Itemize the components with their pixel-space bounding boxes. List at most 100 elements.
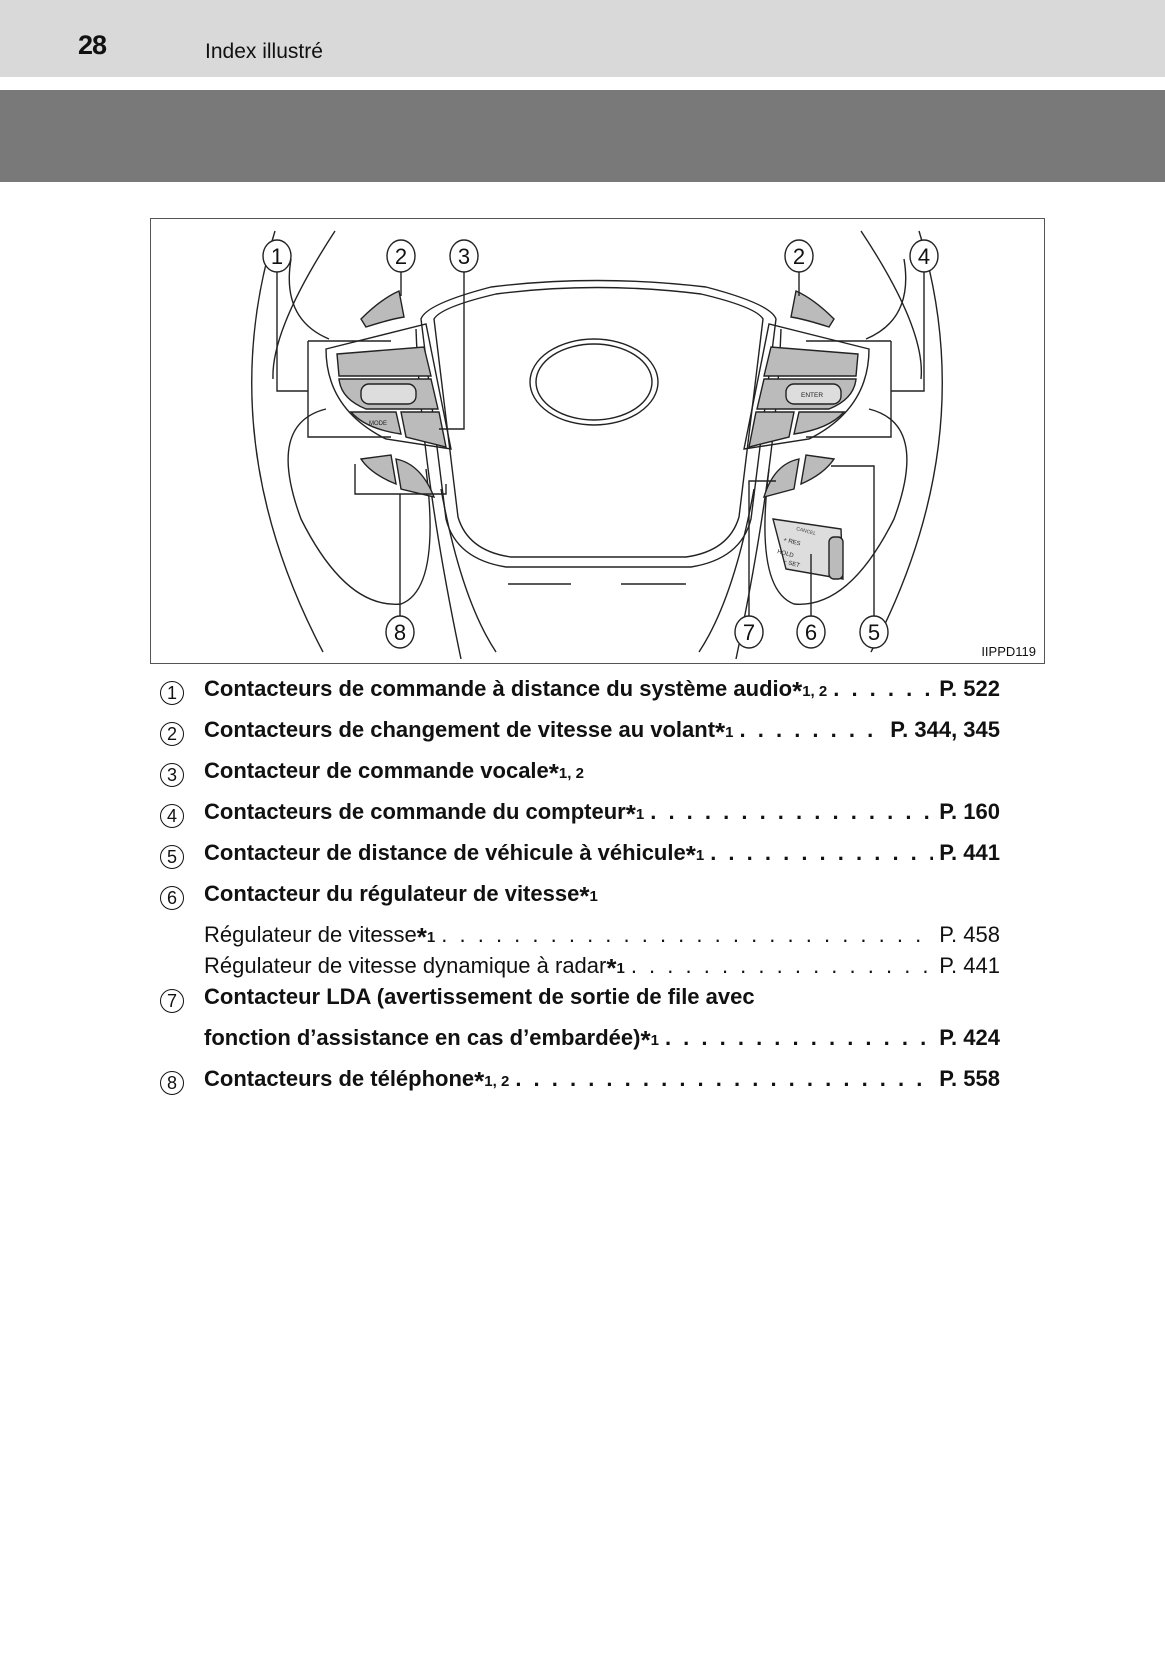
item-number-badge: 8 bbox=[160, 1071, 184, 1095]
item-label: Régulateur de vitesse dynamique à radar bbox=[204, 953, 607, 978]
page-reference: P. 558 bbox=[939, 1066, 1000, 1091]
dot-leader: . . . . . . . . . . . . . . . . . . . . … bbox=[515, 1066, 933, 1091]
list-item: 2 Contacteurs de changement de vitesse au… bbox=[160, 717, 1000, 758]
list-item: 6 Contacteur du régulateur de vitesse*1 bbox=[160, 881, 1000, 922]
cancel-label: CANCEL bbox=[795, 526, 816, 537]
page-reference: P. 522 bbox=[939, 676, 1000, 701]
page-header: 28 Index illustré bbox=[0, 0, 1165, 77]
footnote-ref: *1 bbox=[640, 1027, 658, 1053]
mode-label: MODE bbox=[369, 421, 387, 427]
svg-text:8: 8 bbox=[394, 620, 406, 645]
asterisk-icon: * bbox=[606, 953, 617, 983]
component-index-list: 1 Contacteurs de commande à distance du s… bbox=[160, 676, 1000, 1107]
asterisk-icon: * bbox=[416, 922, 427, 952]
asterisk-icon: * bbox=[640, 1025, 651, 1055]
item-number-badge: 2 bbox=[160, 722, 184, 746]
dot-leader: . . . . . . . . . . . . . . . . . . . . … bbox=[710, 840, 933, 865]
dot-leader: . . . . . . . . . . . . . . . . . . . . … bbox=[664, 1025, 933, 1050]
asterisk-icon: * bbox=[625, 799, 636, 829]
callout-3: 3 bbox=[449, 239, 479, 273]
footnote-number: 1 bbox=[725, 724, 734, 741]
page-reference: P. 424 bbox=[939, 1025, 1000, 1050]
list-item: 1 Contacteurs de commande à distance du s… bbox=[160, 676, 1000, 717]
footnote-number: 1, 2 bbox=[558, 765, 584, 782]
title-band bbox=[0, 90, 1165, 182]
footnote-ref: *1 bbox=[715, 719, 733, 745]
page-reference: P. 441 bbox=[939, 953, 1000, 978]
footnote-ref: *1, 2 bbox=[792, 678, 827, 704]
list-item: fonction d’assistance en cas d’embardée)… bbox=[160, 1025, 1000, 1066]
svg-text:5: 5 bbox=[868, 620, 880, 645]
list-item: 7 Contacteur LDA (avertissement de sortie… bbox=[160, 984, 1000, 1025]
item-label: Contacteurs de téléphone bbox=[204, 1066, 475, 1091]
item-label: Contacteur LDA (avertissement de sortie … bbox=[204, 984, 755, 1009]
item-label: Contacteurs de commande à distance du sy… bbox=[204, 676, 793, 701]
footnote-ref: *1 bbox=[417, 924, 435, 950]
footnote-number: 1, 2 bbox=[484, 1073, 510, 1090]
footnote-number: 1 bbox=[650, 1032, 659, 1049]
figure-id: IIPPD119 bbox=[981, 644, 1036, 659]
set-label: − SET bbox=[782, 559, 800, 569]
dot-leader: . . . . . . . . . . . . . . . . . . . . … bbox=[441, 922, 933, 947]
footnote-number: 1 bbox=[695, 847, 705, 864]
item-number-badge: 7 bbox=[160, 989, 184, 1013]
svg-text:7: 7 bbox=[743, 620, 755, 645]
item-label: Contacteur de distance de véhicule à véh… bbox=[204, 840, 686, 865]
steering-wheel-figure: MODE ENTER CANCEL + RES HOLD − SET 1 2 3… bbox=[150, 218, 1045, 664]
item-number-badge: 1 bbox=[160, 681, 184, 705]
page-reference: P. 441 bbox=[939, 840, 1000, 865]
svg-text:2: 2 bbox=[793, 244, 805, 269]
steering-wheel-illustration: MODE ENTER CANCEL + RES HOLD − SET 1 2 3… bbox=[251, 230, 943, 660]
asterisk-icon: * bbox=[548, 758, 559, 788]
item-label: Contacteur du régulateur de vitesse bbox=[204, 881, 580, 906]
dot-leader: . . . . . . . . . . . . . . . . . . . . … bbox=[833, 676, 934, 701]
item-label: Contacteurs de commande du compteur bbox=[204, 799, 626, 824]
item-number-badge: 6 bbox=[160, 886, 184, 910]
svg-text:2: 2 bbox=[395, 244, 407, 269]
item-label: fonction d’assistance en cas d’embardée) bbox=[204, 1025, 641, 1050]
callout-7: 7 bbox=[734, 615, 764, 649]
asterisk-icon: * bbox=[792, 676, 803, 706]
footnote-number: 1 bbox=[589, 888, 598, 905]
item-label: Régulateur de vitesse bbox=[204, 922, 417, 947]
footnote-number: 1 bbox=[616, 960, 625, 977]
item-number-badge: 4 bbox=[160, 804, 184, 828]
footnote-ref: *1 bbox=[579, 883, 597, 909]
asterisk-icon: * bbox=[715, 717, 726, 747]
item-number-badge: 3 bbox=[160, 763, 184, 787]
footnote-ref: *1 bbox=[606, 955, 624, 981]
page-reference: P. 458 bbox=[939, 922, 1000, 947]
footnote-number: 1 bbox=[635, 806, 645, 823]
callout-8: 8 bbox=[385, 615, 415, 649]
dot-leader: . . . . . . . . . . . . . . . . . . . . … bbox=[630, 953, 933, 978]
dot-leader: . . . . . . . . . . . . . . . . . . . . … bbox=[650, 799, 933, 824]
list-item: 4 Contacteurs de commande du compteur*1 . … bbox=[160, 799, 1000, 840]
page-number: 28 bbox=[78, 30, 107, 60]
footnote-ref: *1, 2 bbox=[474, 1068, 509, 1094]
dot-leader: . . . . . . . . . . . . . . . . . . . . … bbox=[739, 717, 885, 742]
page-reference: P. 344, 345 bbox=[890, 717, 1000, 742]
svg-text:6: 6 bbox=[805, 620, 817, 645]
list-item: Régulateur de vitesse*1. . . . . . . . .… bbox=[160, 922, 1000, 953]
svg-text:4: 4 bbox=[918, 244, 930, 269]
callout-4: 4 bbox=[909, 239, 939, 273]
footnote-number: 1 bbox=[426, 929, 436, 946]
list-item: Régulateur de vitesse dynamique à radar*… bbox=[160, 953, 1000, 984]
callout-6: 6 bbox=[796, 615, 826, 649]
item-label: Contacteurs de changement de vitesse au … bbox=[204, 717, 716, 742]
item-number-badge: 5 bbox=[160, 845, 184, 869]
list-item: 5 Contacteur de distance de véhicule à vé… bbox=[160, 840, 1000, 881]
asterisk-icon: * bbox=[474, 1066, 485, 1096]
footnote-number: 1, 2 bbox=[802, 683, 828, 700]
enter-label: ENTER bbox=[801, 392, 823, 399]
svg-text:3: 3 bbox=[458, 244, 470, 269]
hold-label: HOLD bbox=[776, 549, 794, 559]
asterisk-icon: * bbox=[685, 840, 696, 870]
res-label: + RES bbox=[782, 537, 800, 547]
callout-1: 1 bbox=[262, 239, 292, 273]
callout-5: 5 bbox=[859, 615, 889, 649]
page-reference: P. 160 bbox=[939, 799, 1000, 824]
asterisk-icon: * bbox=[579, 881, 590, 911]
footnote-ref: *1, 2 bbox=[549, 760, 584, 786]
